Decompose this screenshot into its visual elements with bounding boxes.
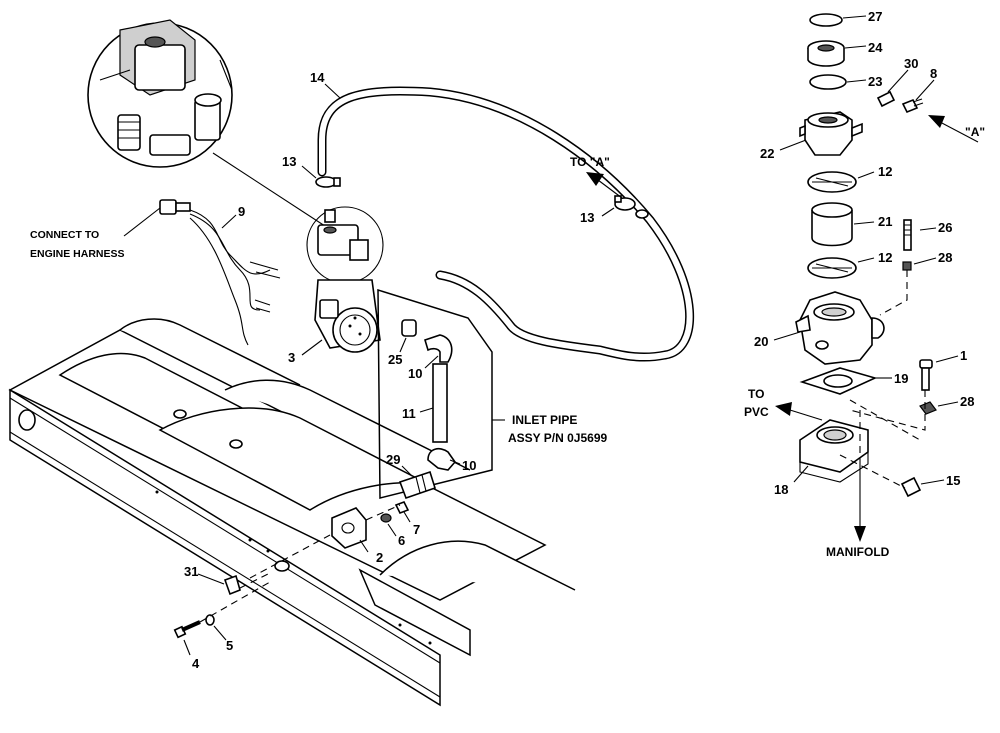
callout-1: 1: [960, 348, 967, 363]
callout-25: 25: [388, 352, 402, 367]
callout-23: 23: [868, 74, 882, 89]
callout-26: 26: [938, 220, 952, 235]
callout-29: 29: [386, 452, 400, 467]
callout-12b: 12: [878, 250, 892, 265]
callout-28a: 28: [938, 250, 952, 265]
callout-13b: 13: [580, 210, 594, 225]
callout-30: 30: [904, 56, 918, 71]
bolt-1: [919, 355, 959, 391]
to-a-label: TO "A": [570, 155, 610, 169]
solenoid-detail-view: [87, 19, 329, 229]
wire-harness: [123, 199, 281, 346]
callout-4: 4: [192, 656, 200, 671]
nut-28-top: [902, 257, 937, 271]
callout-22: 22: [760, 146, 774, 161]
callout-28b: 28: [960, 394, 974, 409]
callout-19: 19: [894, 371, 908, 386]
washer-5: [199, 581, 271, 641]
manifold-label: MANIFOLD: [826, 545, 890, 559]
callout-11: 11: [402, 406, 416, 421]
gasket-19: [799, 367, 892, 395]
inlet-pipe-box: [377, 288, 505, 500]
housing-22: [779, 111, 863, 156]
a-ref-arrow: [928, 115, 979, 143]
to-pvc-arrow: [775, 402, 823, 421]
callout-10a: 10: [408, 366, 422, 381]
clamp-12-top: [807, 171, 875, 193]
a-ref-label: "A": [965, 125, 985, 139]
callout-3: 3: [288, 350, 295, 365]
connect-label-line1: CONNECT TO: [30, 229, 99, 241]
to-pvc-label-line2: PVC: [744, 405, 769, 419]
fitting-30: [876, 69, 909, 108]
to-pvc-label-line1: TO: [748, 387, 764, 401]
callout-31: 31: [184, 564, 198, 579]
coupling-21: [811, 202, 875, 247]
callout-14: 14: [310, 70, 325, 85]
callout-9: 9: [238, 204, 245, 219]
to-a-arrow: [586, 172, 623, 199]
oring-23: [809, 74, 867, 90]
valve-assembly: [301, 206, 384, 356]
stud-26: [903, 219, 937, 251]
callout-21: 21: [878, 214, 892, 229]
oring-27: [809, 13, 867, 27]
callout-20: 20: [754, 334, 768, 349]
nut-28-bottom: [919, 401, 959, 415]
callout-7: 7: [413, 522, 420, 537]
fitting-24: [807, 40, 867, 67]
callout-15: 15: [946, 473, 960, 488]
adapter-18: [793, 419, 869, 483]
callout-6: 6: [398, 533, 405, 548]
connect-label-line2: ENGINE HARNESS: [30, 248, 125, 260]
callout-12a: 12: [878, 164, 892, 179]
manifold-arrow: [854, 460, 866, 542]
mount-bracket: [249, 500, 411, 579]
frame-rail: [8, 318, 576, 707]
fitting-8: [901, 79, 935, 114]
hose: [317, 83, 695, 362]
clamp-12-bottom: [807, 257, 875, 279]
cap-15: [900, 476, 945, 498]
callout-8: 8: [930, 66, 937, 81]
callout-2: 2: [376, 550, 383, 565]
hose-clamp-13b: [601, 195, 636, 217]
inlet-pipe-label-line1: INLET PIPE: [512, 413, 577, 427]
bolt-4: [173, 620, 201, 656]
assembly-dashed-lines: [839, 270, 926, 489]
callout-18: 18: [774, 482, 788, 497]
plug-31: [197, 571, 273, 596]
callout-10b: 10: [462, 458, 476, 473]
callout-13a: 13: [282, 154, 296, 169]
mixer-body-20: [773, 291, 885, 365]
hose-clamp-13: [301, 165, 341, 188]
callout-5: 5: [226, 638, 233, 653]
callout-24: 24: [868, 40, 883, 55]
callout-27: 27: [868, 9, 882, 24]
inlet-pipe-label-line2: ASSY P/N 0J5699: [508, 431, 608, 445]
